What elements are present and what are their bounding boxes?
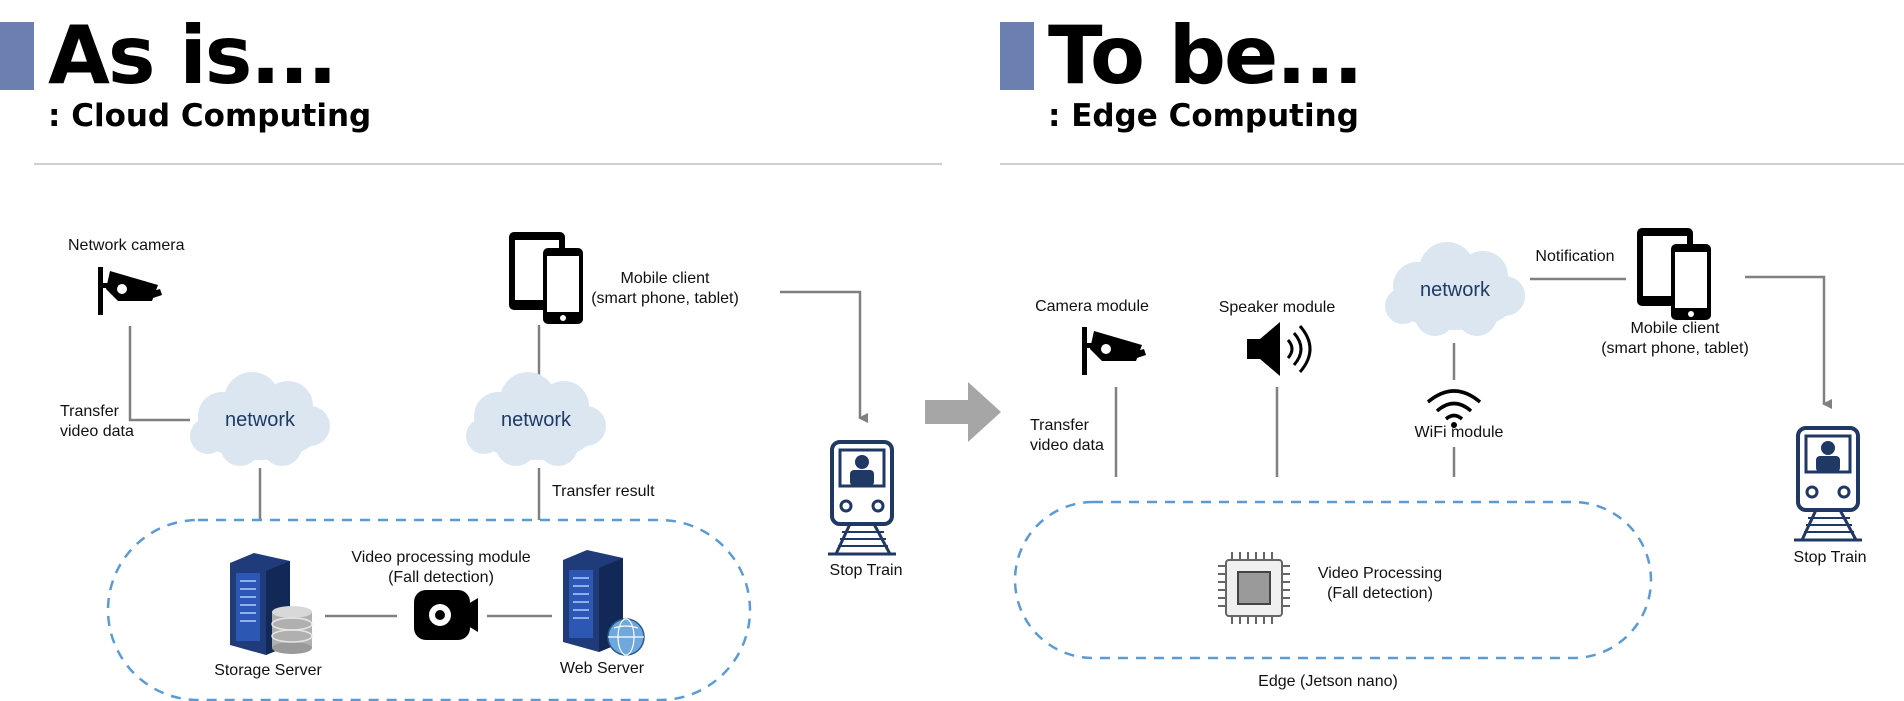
transfer-video-label-1: Transfer: [1030, 417, 1090, 434]
globe-icon: [607, 618, 645, 656]
speaker-module-label: Speaker module: [1219, 299, 1336, 316]
web-server-label: Web Server: [560, 660, 645, 677]
mobile-client-label-1: Mobile client: [1631, 320, 1720, 337]
edge-boundary: [1013, 500, 1653, 660]
wifi-icon: [1426, 389, 1482, 428]
to-be-subtitle: : Edge Computing: [1048, 98, 1359, 134]
edge-label: Edge (Jetson nano): [1258, 673, 1398, 690]
video-module-label-2: (Fall detection): [388, 569, 494, 586]
camera-module-label: Camera module: [1035, 298, 1149, 315]
speaker-icon: [1247, 322, 1312, 376]
video-processing-label-1: Video Processing: [1318, 565, 1442, 582]
mobile-client-label-2: (smart phone, tablet): [591, 290, 739, 307]
video-processing-label-2: (Fall detection): [1327, 585, 1433, 602]
mobile-to-train-arrow: [1745, 275, 1832, 409]
mobile-client-label-1: Mobile client: [621, 270, 710, 287]
as-is-title: As is...: [48, 9, 336, 102]
camera-to-network-line: [128, 326, 190, 422]
transfer-video-label-1: Transfer: [60, 403, 120, 420]
network-a-label: network: [225, 409, 296, 431]
mobile-devices-icon: [509, 232, 583, 324]
to-be-accent-bar: [1000, 22, 1034, 90]
chip-icon: [1218, 552, 1290, 624]
transfer-video-label-2: video data: [60, 423, 134, 440]
cctv-camera-icon: [98, 267, 162, 315]
as-is-subtitle: : Cloud Computing: [48, 98, 371, 134]
arrow-right-icon: [925, 382, 1001, 442]
mobile-to-train-arrow: [780, 290, 868, 423]
network-b-label: network: [501, 409, 572, 431]
stop-train-label-left: Stop Train: [830, 562, 903, 579]
cctv-camera-icon: [1082, 327, 1146, 375]
database-icon: [271, 606, 313, 654]
transfer-video-label-2: video data: [1030, 437, 1104, 454]
transfer-result-label: Transfer result: [552, 483, 655, 500]
network-camera-label: Network camera: [68, 237, 185, 254]
video-camera-icon: [414, 590, 478, 640]
network-label: network: [1420, 279, 1491, 301]
wifi-module-label: WiFi module: [1415, 424, 1504, 441]
stop-train-label-right: Stop Train: [1794, 549, 1867, 566]
to-be-title: To be...: [1048, 9, 1361, 102]
train-icon: [826, 440, 898, 556]
cloud-system-boundary: [106, 518, 752, 701]
mobile-client-label-2: (smart phone, tablet): [1601, 340, 1749, 357]
as-is-accent-bar: [0, 22, 34, 90]
mobile-devices-icon: [1637, 228, 1711, 320]
storage-server-label: Storage Server: [214, 662, 322, 679]
video-module-label-1: Video processing module: [351, 549, 530, 566]
train-icon: [1792, 426, 1864, 542]
notification-label: Notification: [1535, 248, 1614, 265]
